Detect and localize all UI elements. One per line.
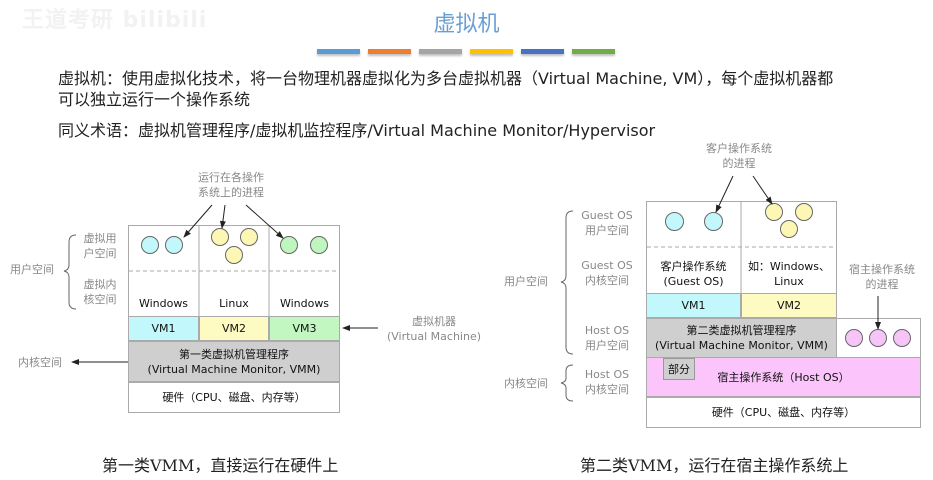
decor-bar	[368, 49, 411, 54]
type1-vm-note: 虚拟机器 (Virtual Machine)	[386, 315, 482, 343]
synonyms-line: 同义术语：虚拟机管理程序/虚拟机监控程序/Virtual Machine Mon…	[58, 121, 656, 140]
type1-vm3: VM3	[269, 316, 340, 341]
process-circle	[665, 212, 684, 231]
type1-vm2: VM2	[199, 316, 269, 341]
type2-host-process-note: 宿主操作系统 的进程	[849, 263, 915, 291]
process-circle	[240, 228, 258, 246]
decor-bar	[572, 49, 615, 54]
type1-os-windows-1: Windows	[138, 296, 189, 310]
type2-vmm: 第二类虚拟机管理程序 (Virtual Machine Monitor, VMM…	[646, 318, 837, 358]
type2-hardware: 硬件（CPU、磁盘、内存等）	[646, 397, 921, 428]
decor-bar	[521, 49, 564, 54]
type2-guest-os: 客户操作系统 (Guest OS)	[660, 260, 727, 288]
type1-os-windows-2: Windows	[279, 296, 330, 310]
type2-guest-process-note: 客户操作系统 的进程	[706, 142, 772, 170]
type2-kernel-space-label: 内核空间	[504, 377, 548, 390]
page-title: 虚拟机	[433, 12, 500, 37]
process-circle	[280, 236, 298, 254]
type2-partial-vmm-label: 部分	[663, 358, 695, 380]
type1-process-note: 运行在各操作 系统上的进程	[198, 171, 264, 199]
process-circle	[225, 246, 243, 264]
process-circle	[869, 329, 887, 347]
process-circle	[211, 228, 229, 246]
definition-line-1: 虚拟机：使用虚拟化技术，将一台物理机器虚拟化为多台虚拟机器（Virtual Ma…	[58, 69, 834, 88]
process-circle	[845, 329, 863, 347]
type1-caption: 第一类VMM，直接运行在硬件上	[102, 456, 339, 475]
brace-icon	[63, 234, 77, 310]
type1-vmm: 第一类虚拟机管理程序 (Virtual Machine Monitor, VMM…	[128, 341, 340, 382]
type1-virtual-kernel-space-label: 虚拟内 核空间	[83, 278, 117, 306]
type2-vm1: VM1	[646, 293, 741, 318]
type2-vm2: VM2	[741, 293, 837, 318]
type2-host-kernel-label: Host OS 内核空间	[584, 368, 630, 396]
type1-virtual-user-space-label: 虚拟用 户空间	[83, 232, 117, 260]
type2-host-user-label: Host OS 用户空间	[584, 324, 630, 352]
process-circle	[795, 203, 813, 221]
decor-bar	[317, 49, 360, 54]
type1-os-linux: Linux	[219, 296, 249, 310]
type2-caption: 第二类VMM，运行在宿主操作系统上	[580, 456, 849, 475]
type1-kernel-space-label: 内核空间	[18, 356, 62, 369]
type2-guest-kernel-label: Guest OS 内核空间	[581, 259, 633, 287]
process-circle	[780, 220, 798, 238]
type2-example-os: 如：Windows、 Linux	[747, 260, 831, 288]
process-circle	[165, 236, 183, 254]
watermark: 王道考研 bilibili	[22, 8, 208, 33]
arrow	[752, 175, 773, 205]
type1-hardware: 硬件（CPU、磁盘、内存等）	[128, 382, 340, 413]
process-circle	[765, 203, 783, 221]
type2-user-space-label: 用户空间	[504, 275, 548, 288]
process-circle	[310, 236, 328, 254]
process-circle	[141, 236, 159, 254]
process-circle	[893, 329, 911, 347]
type1-user-space-label: 用户空间	[10, 263, 54, 276]
process-circle	[704, 212, 723, 231]
definition-line-2: 可以独立运行一个操作系统	[58, 90, 251, 109]
decor-color-bars	[317, 49, 615, 54]
type1-vm1: VM1	[128, 316, 199, 341]
decor-bar	[419, 49, 462, 54]
decor-bar	[470, 49, 513, 54]
type2-guest-user-label: Guest OS 用户空间	[581, 209, 633, 237]
